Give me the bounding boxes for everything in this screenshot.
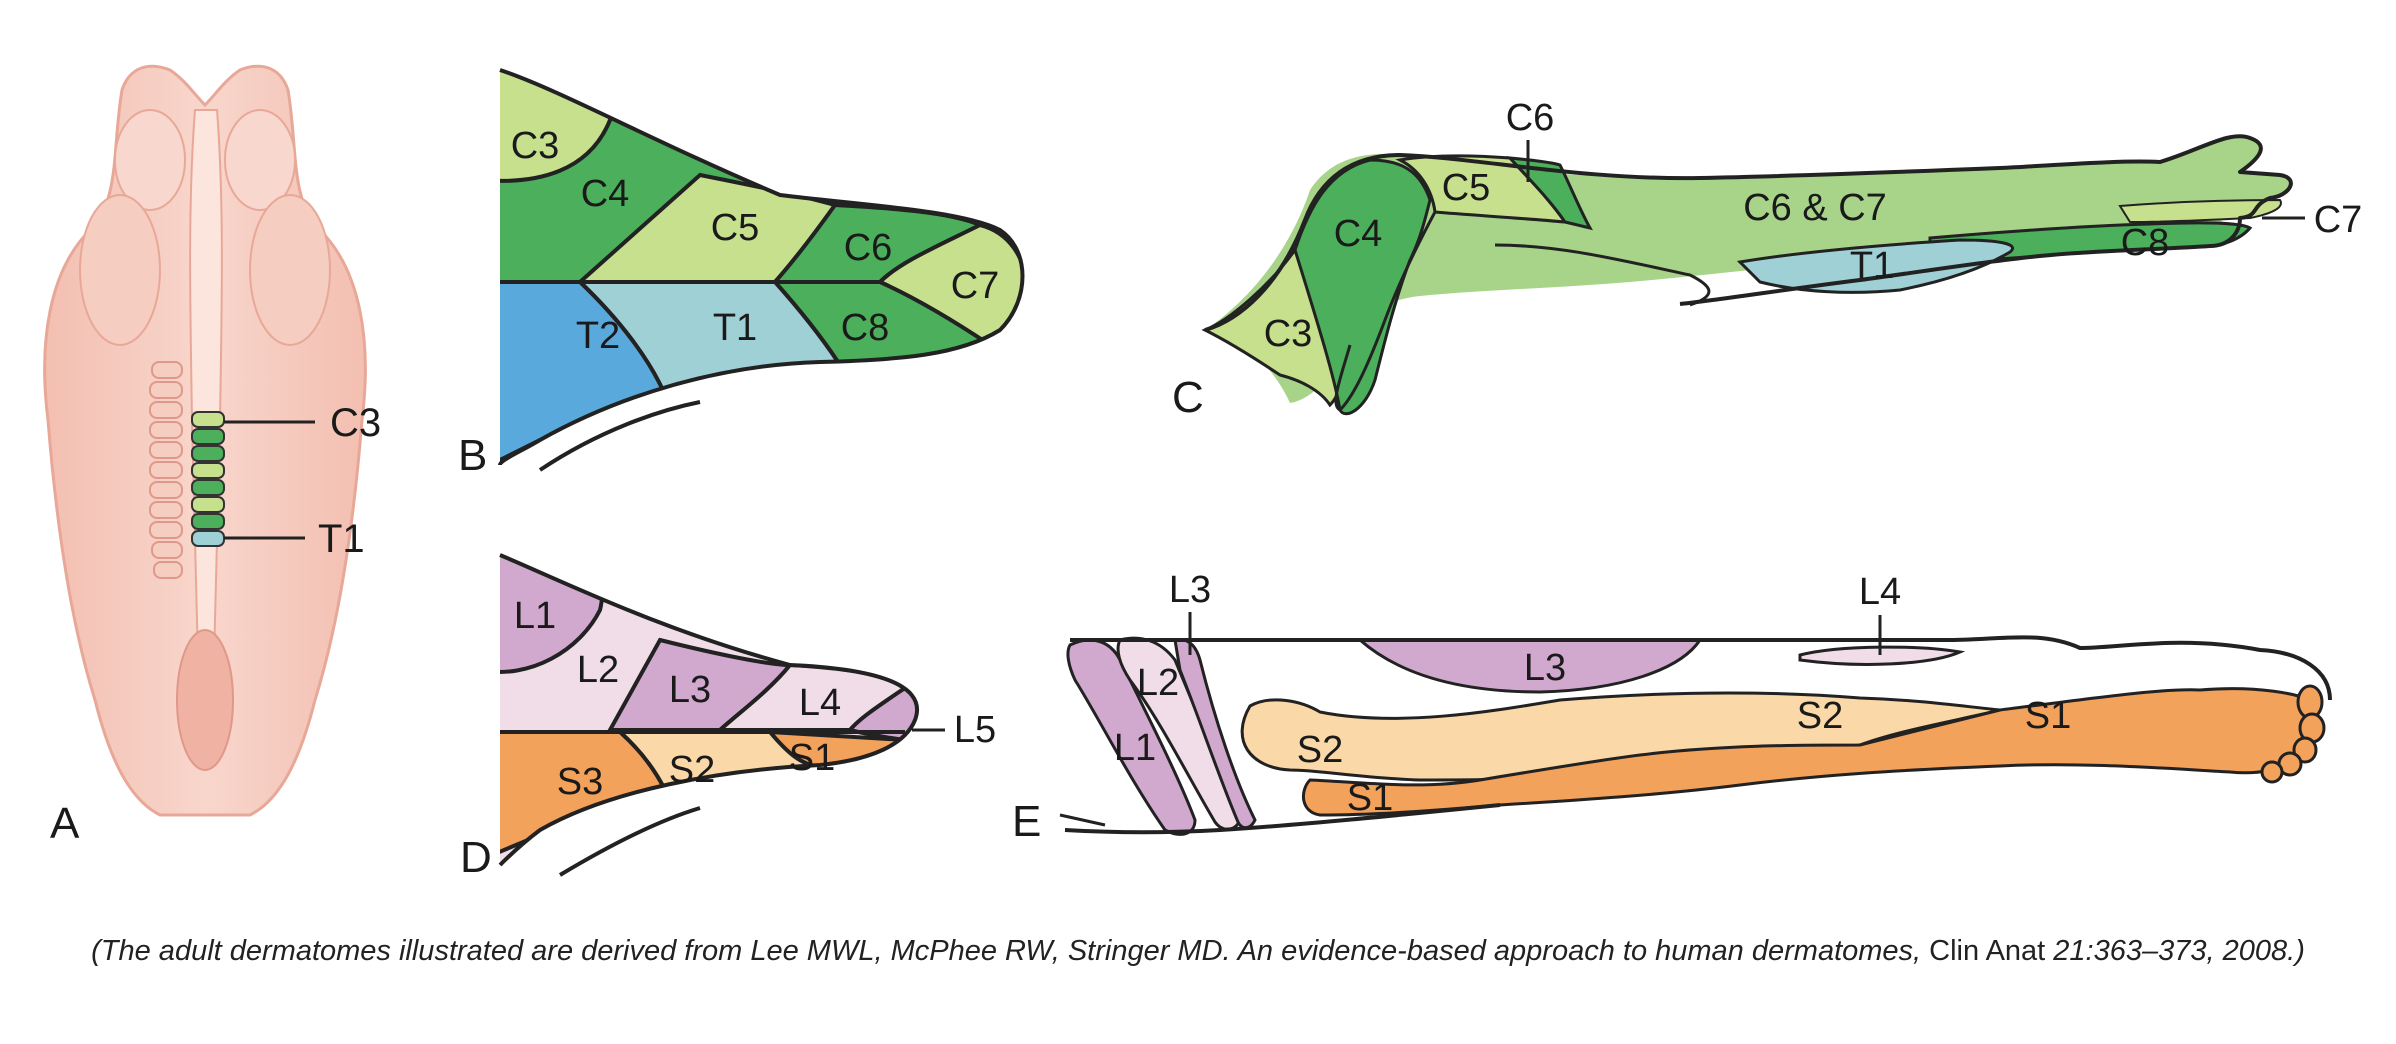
embryo-brain-right <box>249 194 331 346</box>
e-leg-outline-bottom <box>1064 803 1501 835</box>
label-a-t1: T1 <box>318 517 365 561</box>
panel-d-letter: D <box>460 833 492 882</box>
b-label-c7: C7 <box>951 265 1000 307</box>
b-label-c8: C8 <box>841 307 890 349</box>
b-label-t2: T2 <box>576 315 620 357</box>
embryo-brain-left <box>79 194 161 346</box>
e-label-s1-left: S1 <box>1347 777 1393 819</box>
e-region-l4 <box>1798 645 1966 666</box>
c-region-t1 <box>1736 238 2014 294</box>
embryo-somites-left <box>149 361 183 579</box>
d-region-l5 <box>846 685 918 743</box>
d-label-l4: L4 <box>799 682 841 724</box>
b-label-t1: T1 <box>713 307 757 349</box>
panel-c-adult-arm: C3 C4 C5 C6 C6 & C7 C7 C8 T1 C <box>1172 97 2362 422</box>
b-lower-contour <box>538 400 701 472</box>
c-label-c3: C3 <box>1264 313 1313 355</box>
embryo-somites-right-colored <box>191 411 225 547</box>
e-label-l3-top: L3 <box>1169 569 1211 611</box>
e-region-l3-strip <box>1173 638 1257 830</box>
dermatome-figure: C3 T1 A C3 C4 C5 C6 C7 C8 T1 T2 B <box>43 64 2362 882</box>
c-label-c7: C7 <box>2314 199 2363 241</box>
panel-c-letter: C <box>1172 373 1204 422</box>
d-label-l3: L3 <box>669 669 711 711</box>
panel-e-letter: E <box>1012 797 1041 846</box>
c-label-t1: T1 <box>1850 245 1894 287</box>
b-label-c6: C6 <box>844 227 893 269</box>
c-label-c8: C8 <box>2121 222 2170 264</box>
d-label-s1: S1 <box>789 737 835 779</box>
e-label-l3: L3 <box>1524 647 1566 689</box>
e-toes <box>2260 684 2326 784</box>
c-region-c6-strip <box>1506 156 1593 231</box>
caption-part2: Clin Anat <box>1921 935 2054 967</box>
d-outline <box>498 553 919 867</box>
e-label-l1: L1 <box>1114 727 1156 769</box>
c-label-c6c7: C6 & C7 <box>1743 187 1887 229</box>
embryo-head-lobe-right <box>224 109 296 211</box>
b-label-c3: C3 <box>511 125 560 167</box>
c-inner-arm-line <box>1494 243 1711 307</box>
d-label-l1: L1 <box>514 595 556 637</box>
e-label-s2-left: S2 <box>1297 729 1343 771</box>
caption-part1: (The adult dermatomes illustrated are de… <box>91 935 1922 967</box>
c-label-c5: C5 <box>1442 167 1491 209</box>
c-label-c4: C4 <box>1334 213 1383 255</box>
d-label-s2: S2 <box>669 749 715 791</box>
panel-a-embryo: C3 T1 A <box>43 64 381 848</box>
e-label-l2: L2 <box>1137 662 1179 704</box>
figure-caption: (The adult dermatomes illustrated are de… <box>40 928 2356 974</box>
embryo-head-lobe-left <box>114 109 186 211</box>
b-label-c4: C4 <box>581 173 630 215</box>
c-arm-outline <box>1204 134 2293 332</box>
c-label-c6: C6 <box>1506 97 1555 139</box>
e-leg-outline-top <box>1070 635 2332 701</box>
b-outline <box>498 68 1025 466</box>
panel-e-adult-leg: L1 L2 L3 L3 L4 S2 S2 S1 S1 E <box>1012 569 2332 846</box>
d-label-l5: L5 <box>954 709 996 751</box>
d-label-s3: S3 <box>557 761 603 803</box>
label-a-c3: C3 <box>330 401 381 445</box>
embryo-tail-bud <box>176 629 234 771</box>
panel-d-lower-limb-bud: L1 L2 L3 L4 L5 S1 S2 S3 D <box>460 553 996 882</box>
panel-a-letter: A <box>50 799 80 848</box>
d-lower-contour <box>558 806 701 877</box>
e-region-l3-top <box>1356 638 1703 694</box>
b-label-c5: C5 <box>711 207 760 249</box>
e-label-s1-right: S1 <box>2025 695 2071 737</box>
c-underarm-line <box>1334 211 1437 412</box>
panel-b-upper-limb-bud: C3 C4 C5 C6 C7 C8 T1 T2 B <box>458 68 1025 480</box>
e-label-s2-right: S2 <box>1797 695 1843 737</box>
e-region-s2 <box>1240 691 2001 782</box>
e-leader-e <box>1059 813 1106 827</box>
d-label-l2: L2 <box>577 649 619 691</box>
e-label-l4: L4 <box>1859 571 1901 613</box>
caption-part3: 21:363–373, 2008.) <box>2053 935 2305 967</box>
panel-b-letter: B <box>458 431 487 480</box>
